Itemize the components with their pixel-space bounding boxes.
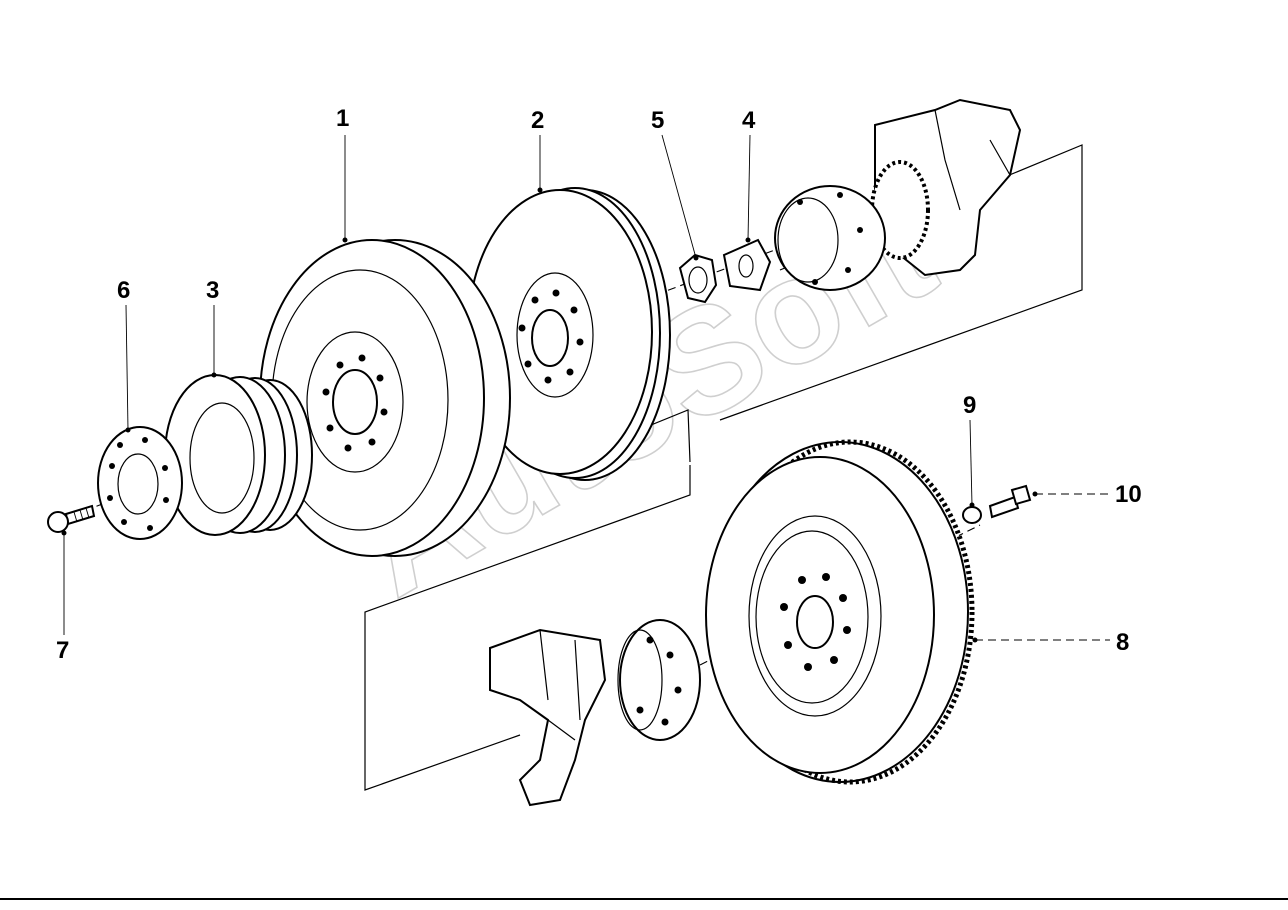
callout-4: 4	[742, 107, 756, 134]
crankshaft-pulley[interactable]	[259, 239, 511, 557]
vibration-damper-disc[interactable]	[467, 187, 671, 481]
v-belt-pulley[interactable]	[164, 374, 313, 536]
washer-plate[interactable]	[97, 426, 183, 540]
callout-10: 10	[1115, 481, 1142, 508]
flywheel-screw[interactable]	[988, 484, 1032, 519]
callout-2: 2	[531, 107, 544, 134]
callout-1: 1	[336, 105, 349, 132]
callout-6: 6	[117, 277, 130, 304]
flywheel-ring-gear[interactable]	[705, 439, 975, 785]
bolt[interactable]	[47, 504, 96, 533]
callout-8: 8	[1116, 629, 1129, 656]
callout-9: 9	[963, 392, 976, 419]
callout-5: 5	[651, 107, 664, 134]
lock-washer[interactable]	[722, 238, 772, 292]
crankshaft-lower	[489, 619, 701, 807]
leader-lines	[61, 134, 1110, 643]
callout-3: 3	[206, 277, 219, 304]
bushing[interactable]	[962, 506, 982, 524]
callout-7: 7	[56, 637, 69, 664]
crankshaft-upper	[774, 98, 1022, 291]
